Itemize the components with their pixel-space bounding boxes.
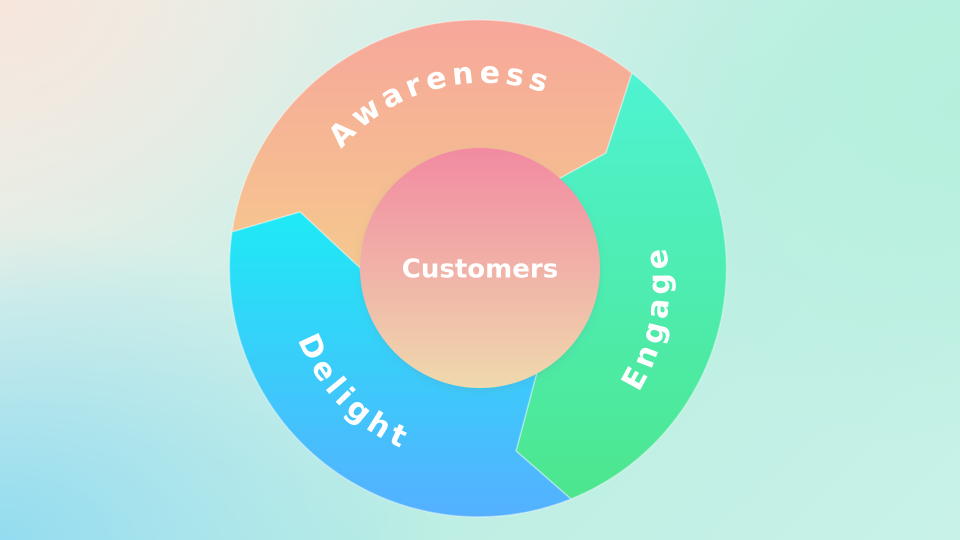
- center-label: Customers: [402, 255, 558, 285]
- center-circle[interactable]: [360, 148, 600, 388]
